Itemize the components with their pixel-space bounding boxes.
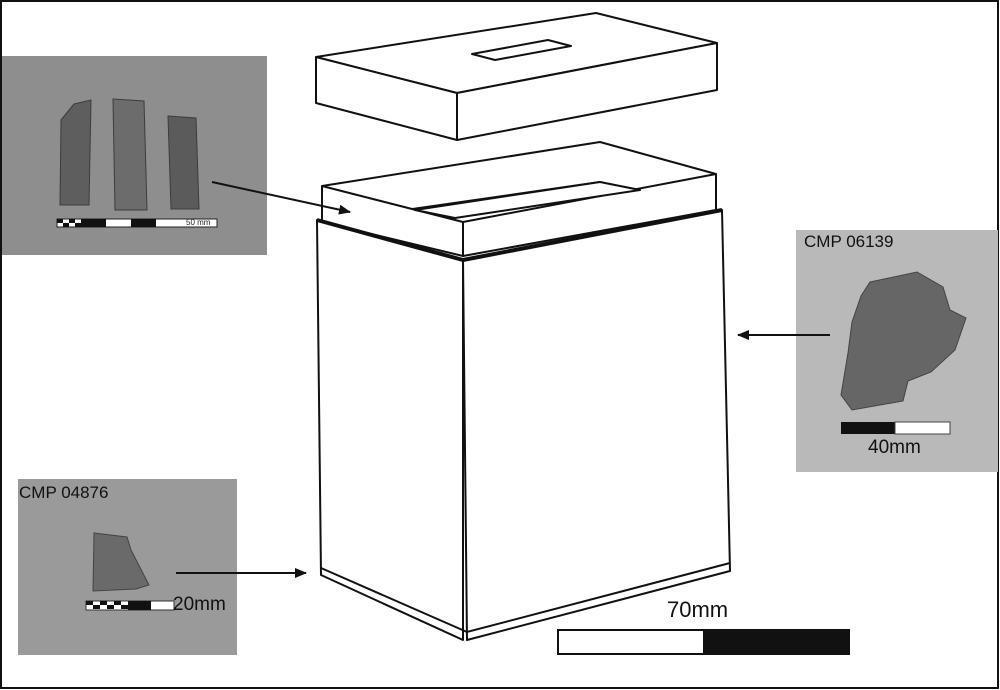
photo-panel-bottom-left — [18, 479, 237, 655]
fragment-cmp-06139 — [840, 271, 967, 411]
fragment-3 — [167, 115, 200, 210]
photo-panel-top-left — [2, 56, 267, 255]
scale-label-top-left: 50 mm — [186, 218, 211, 227]
scale-label-right: 40mm — [868, 437, 921, 458]
scale-label-box: 70mm — [667, 597, 729, 622]
scale-label-bottom-left: 20mm — [173, 594, 226, 615]
photo-panel-right — [796, 230, 998, 472]
box-scale-bar — [557, 629, 850, 655]
arrow-to-liner — [211, 181, 351, 215]
fragment-cmp-04876 — [92, 532, 150, 592]
box-base-band — [320, 562, 731, 634]
box-lid — [315, 12, 718, 141]
fragment-1 — [59, 99, 92, 206]
box-rim-thick-edge-right — [462, 208, 723, 262]
lid-slot — [471, 39, 572, 61]
fragment-2 — [112, 98, 148, 211]
box-rim-thick-edge — [316, 218, 464, 262]
box-body — [316, 141, 731, 641]
specimen-label-right: CMP 06139 — [804, 232, 894, 251]
specimen-label-bottom-left: CMP 04876 — [19, 483, 109, 502]
